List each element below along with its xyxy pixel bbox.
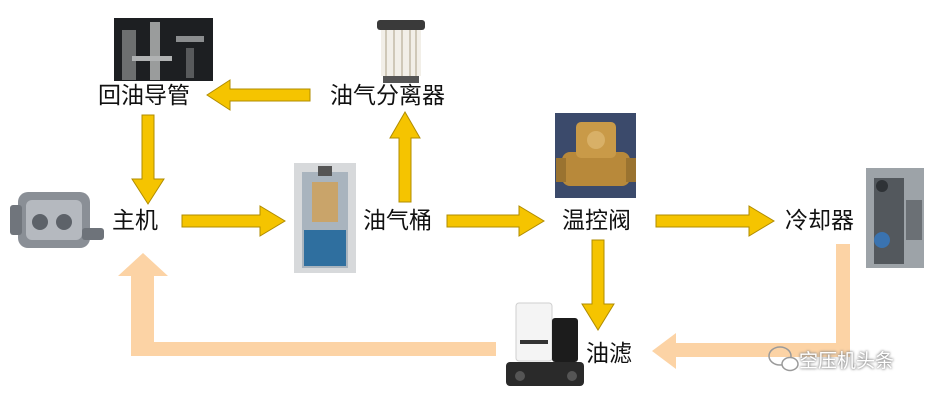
valve-to-filter-arrow <box>581 239 615 331</box>
filter-to-host-arrow <box>118 253 496 356</box>
separator-image <box>377 20 425 83</box>
main-flow-arrows <box>131 79 775 331</box>
pipe-to-host-arrow <box>131 114 165 205</box>
tank-to-valve-arrow <box>446 205 545 237</box>
separator-label: 油气分离器 <box>330 83 445 109</box>
valve-to-cooler-arrow <box>655 205 775 237</box>
return-flow-arrows <box>118 244 850 369</box>
cooler-to-filter-arrow <box>652 244 850 369</box>
thermo-valve-label: 温控阀 <box>562 208 631 234</box>
wechat-icon <box>768 346 799 372</box>
cooler-label: 冷却器 <box>785 208 854 234</box>
oil-tank-image <box>294 163 356 273</box>
tank-to-separator-arrow <box>389 110 421 203</box>
oil-tank-label: 油气桶 <box>363 208 432 234</box>
watermark-text: 空压机头条 <box>799 350 895 372</box>
oil-filter-label: 油滤 <box>586 341 632 367</box>
compressor-image <box>10 192 104 248</box>
return-pipe-label: 回油导管 <box>98 83 190 109</box>
thermo-valve-image <box>555 113 636 198</box>
return-pipe-image <box>114 18 213 81</box>
host-to-tank-arrow <box>181 205 286 237</box>
cooler-image <box>866 168 924 268</box>
oil-filter-image <box>506 302 584 386</box>
host-label: 主机 <box>112 208 158 234</box>
separator-to-pipe-arrow <box>206 79 311 111</box>
